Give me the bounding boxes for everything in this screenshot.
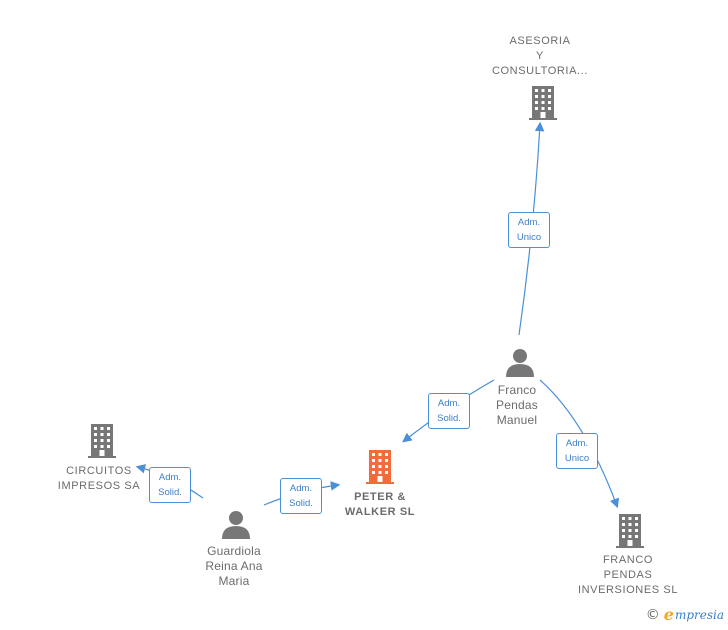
node-label-asesoria[interactable]: ASESORIA Y CONSULTORIA... <box>491 35 588 77</box>
brand-logo-e: e <box>663 605 674 624</box>
node-label-franco-pendas-inversiones[interactable]: FRANCO PENDAS INVERSIONES SL <box>577 554 679 596</box>
edge-badge-guardiola-to-peter[interactable]: Adm. Solid. <box>280 478 322 514</box>
person-icon[interactable] <box>505 347 535 377</box>
edge-franco-to-franco-inv <box>539 379 619 509</box>
node-label-franco-pendas-manuel[interactable]: Franco Pendas Manuel <box>496 383 538 427</box>
node-label-guardiola[interactable]: Guardiola Reina Ana Maria <box>205 544 263 588</box>
edge-badge-franco-to-asesoria[interactable]: Adm. Unico <box>508 212 550 248</box>
node-label-circuitos[interactable]: CIRCUITOS IMPRESOS SA <box>57 465 141 492</box>
building-icon[interactable] <box>86 424 118 458</box>
copyright-symbol: © <box>645 606 660 623</box>
person-icon[interactable] <box>221 509 251 539</box>
edge-badge-franco-to-franco-inv[interactable]: Adm. Unico <box>556 433 598 469</box>
edge-badge-franco-to-peter[interactable]: Adm. Solid. <box>428 393 470 429</box>
building-icon[interactable] <box>527 86 559 120</box>
building-icon[interactable] <box>614 514 646 548</box>
footer-brand: © e mpresia <box>646 605 724 624</box>
edge-badge-guardiola-to-circuitos[interactable]: Adm. Solid. <box>149 467 191 503</box>
brand-logo-text: mpresia <box>674 607 724 622</box>
node-label-peter-walker[interactable]: PETER & WALKER SL <box>344 491 416 518</box>
building-icon-focus[interactable] <box>364 450 396 484</box>
